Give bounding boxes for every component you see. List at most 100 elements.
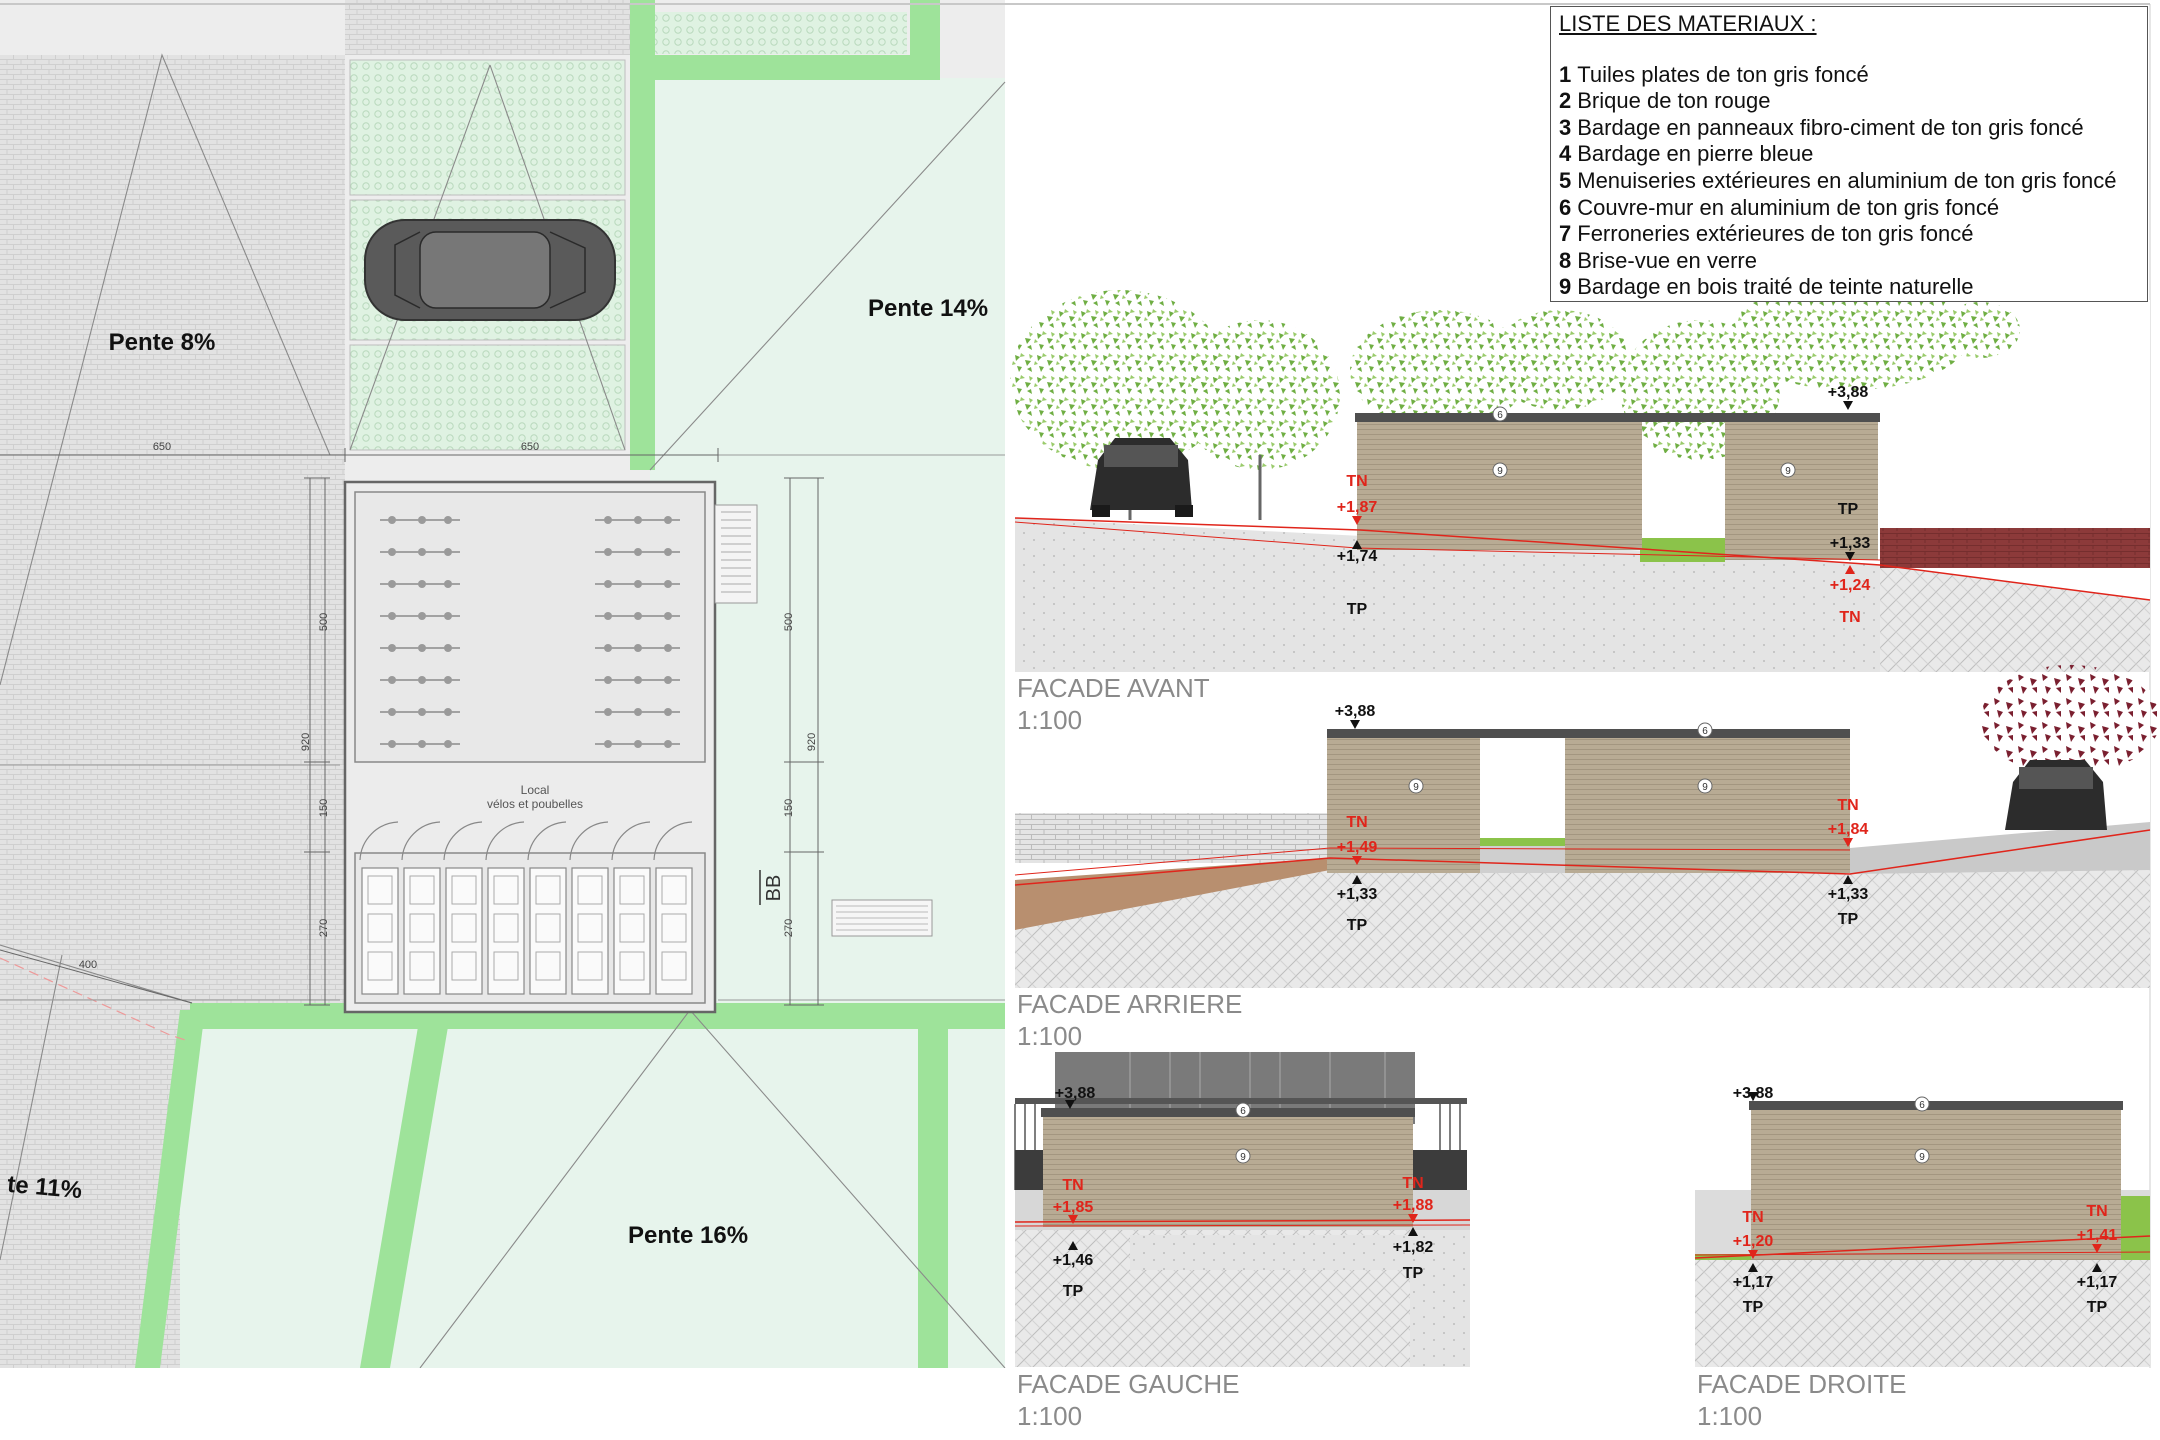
level-mark: TP xyxy=(2087,1299,2108,1316)
section-mark: BB xyxy=(763,875,785,902)
level-mark: +1,82 xyxy=(1393,1239,1434,1256)
ground-section xyxy=(1015,518,2150,672)
wall-wood xyxy=(1565,737,1850,873)
slope-label-8: Pente 8% xyxy=(109,329,216,356)
level-mark: TP xyxy=(1347,601,1368,618)
room-label-line2: vélos et poubelles xyxy=(487,797,583,811)
level-mark: TP xyxy=(1838,501,1859,518)
material-tag: 6 xyxy=(1919,1100,1925,1111)
dim-500-left: 500 xyxy=(318,613,330,631)
dim-920-right: 920 xyxy=(806,733,818,751)
level-mark: TN xyxy=(1346,814,1367,831)
bike-shelter xyxy=(343,480,758,1014)
roof-coping xyxy=(1355,413,1880,422)
level-mark: TN xyxy=(1062,1177,1083,1194)
site-plan: 650 650 500 920 150 270 500 920 150 270 … xyxy=(0,0,1006,1440)
level-mark: +1,88 xyxy=(1393,1197,1434,1214)
level-mark: +1,24 xyxy=(1830,577,1871,594)
level-mark: +1,87 xyxy=(1337,499,1378,516)
level-mark: TN xyxy=(2086,1203,2107,1220)
elevation-rear: 6 9 9 +3,88 TN +1,49 +1,33 TP TN +1,84 +… xyxy=(1014,665,2160,988)
level-mark: +1,49 xyxy=(1337,839,1378,856)
level-mark: +1,33 xyxy=(1830,535,1871,552)
dim-150-left: 150 xyxy=(318,799,330,817)
level-mark: TP xyxy=(1347,917,1368,934)
material-tag: 9 xyxy=(1497,466,1503,477)
slope-label-14: Pente 14% xyxy=(868,295,988,322)
roof-coping xyxy=(1041,1108,1415,1117)
level-mark: +1,17 xyxy=(2077,1274,2118,1291)
level-mark: +1,41 xyxy=(2077,1227,2118,1244)
dim-400: 400 xyxy=(79,959,97,971)
slope-label-16: Pente 16% xyxy=(628,1222,748,1249)
material-tag: 9 xyxy=(1702,782,1708,793)
parking-space xyxy=(349,59,626,196)
level-mark: +1,20 xyxy=(1733,1233,1774,1250)
material-tag: 9 xyxy=(1240,1152,1246,1163)
car-icon xyxy=(364,219,616,321)
material-tag: 9 xyxy=(1413,782,1419,793)
level-mark: TN xyxy=(1742,1209,1763,1226)
car-icon xyxy=(2005,760,2107,830)
level-mark: TN xyxy=(1839,609,1860,626)
wall-wood xyxy=(1751,1110,2121,1260)
wall-wood xyxy=(1357,420,1642,550)
level-mark: +1,33 xyxy=(1828,886,1869,903)
material-tag: 6 xyxy=(1497,410,1503,421)
elevation-right: 6 9 +3,88 TN +1,20 +1,17 TP TN +1,41 +1,… xyxy=(1694,1085,2151,1367)
dim-650-left: 650 xyxy=(153,441,171,453)
tree-icon xyxy=(1010,280,2020,560)
material-tag: 9 xyxy=(1785,466,1791,477)
dim-150-right: 150 xyxy=(783,799,795,817)
dim-920-left: 920 xyxy=(300,733,312,751)
level-mark: +3,88 xyxy=(1055,1085,1096,1102)
level-mark: TN xyxy=(1837,797,1858,814)
dim-650-right: 650 xyxy=(521,441,539,453)
material-tag: 9 xyxy=(1919,1152,1925,1163)
level-mark: TP xyxy=(1403,1265,1424,1282)
material-tag: 6 xyxy=(1240,1106,1246,1117)
level-mark: TN xyxy=(1402,1175,1423,1192)
elevation-left: 6 9 +3,88 TN +1,85 +1,46 TP TN +1,88 +1,… xyxy=(1014,1052,1471,1367)
slope-label-11: te 11% xyxy=(6,1171,83,1204)
level-mark: +1,85 xyxy=(1053,1199,1094,1216)
level-mark: TN xyxy=(1346,473,1367,490)
grass-lawn-bottom xyxy=(180,1010,1005,1368)
level-mark: +1,84 xyxy=(1828,821,1869,838)
car-icon xyxy=(1090,438,1193,517)
level-mark: TP xyxy=(1838,911,1859,928)
legend-title: LISTE DES MATERIAUX : xyxy=(1559,11,1817,36)
level-mark: TP xyxy=(1063,1283,1084,1300)
wall-wood xyxy=(1327,737,1480,873)
parking-space xyxy=(349,344,626,451)
level-mark: +3,88 xyxy=(1335,703,1376,720)
dim-270-right: 270 xyxy=(783,919,795,937)
grid-top-strip xyxy=(635,12,907,54)
roof-coping xyxy=(1749,1101,2123,1110)
level-mark: +1,46 xyxy=(1053,1252,1094,1269)
level-mark: TP xyxy=(1743,1299,1764,1316)
level-mark: +1,17 xyxy=(1733,1274,1774,1291)
elevation-front: 6 9 9 +3,88 TN +1,87 +1,74 TP TP +1,33 +… xyxy=(1010,280,2151,672)
dim-270-left: 270 xyxy=(318,919,330,937)
room-label-line1: Local xyxy=(521,783,550,797)
wall-wood xyxy=(1043,1117,1413,1227)
level-mark: +1,74 xyxy=(1337,548,1378,565)
roof-coping xyxy=(1327,729,1850,738)
level-mark: +1,33 xyxy=(1337,886,1378,903)
